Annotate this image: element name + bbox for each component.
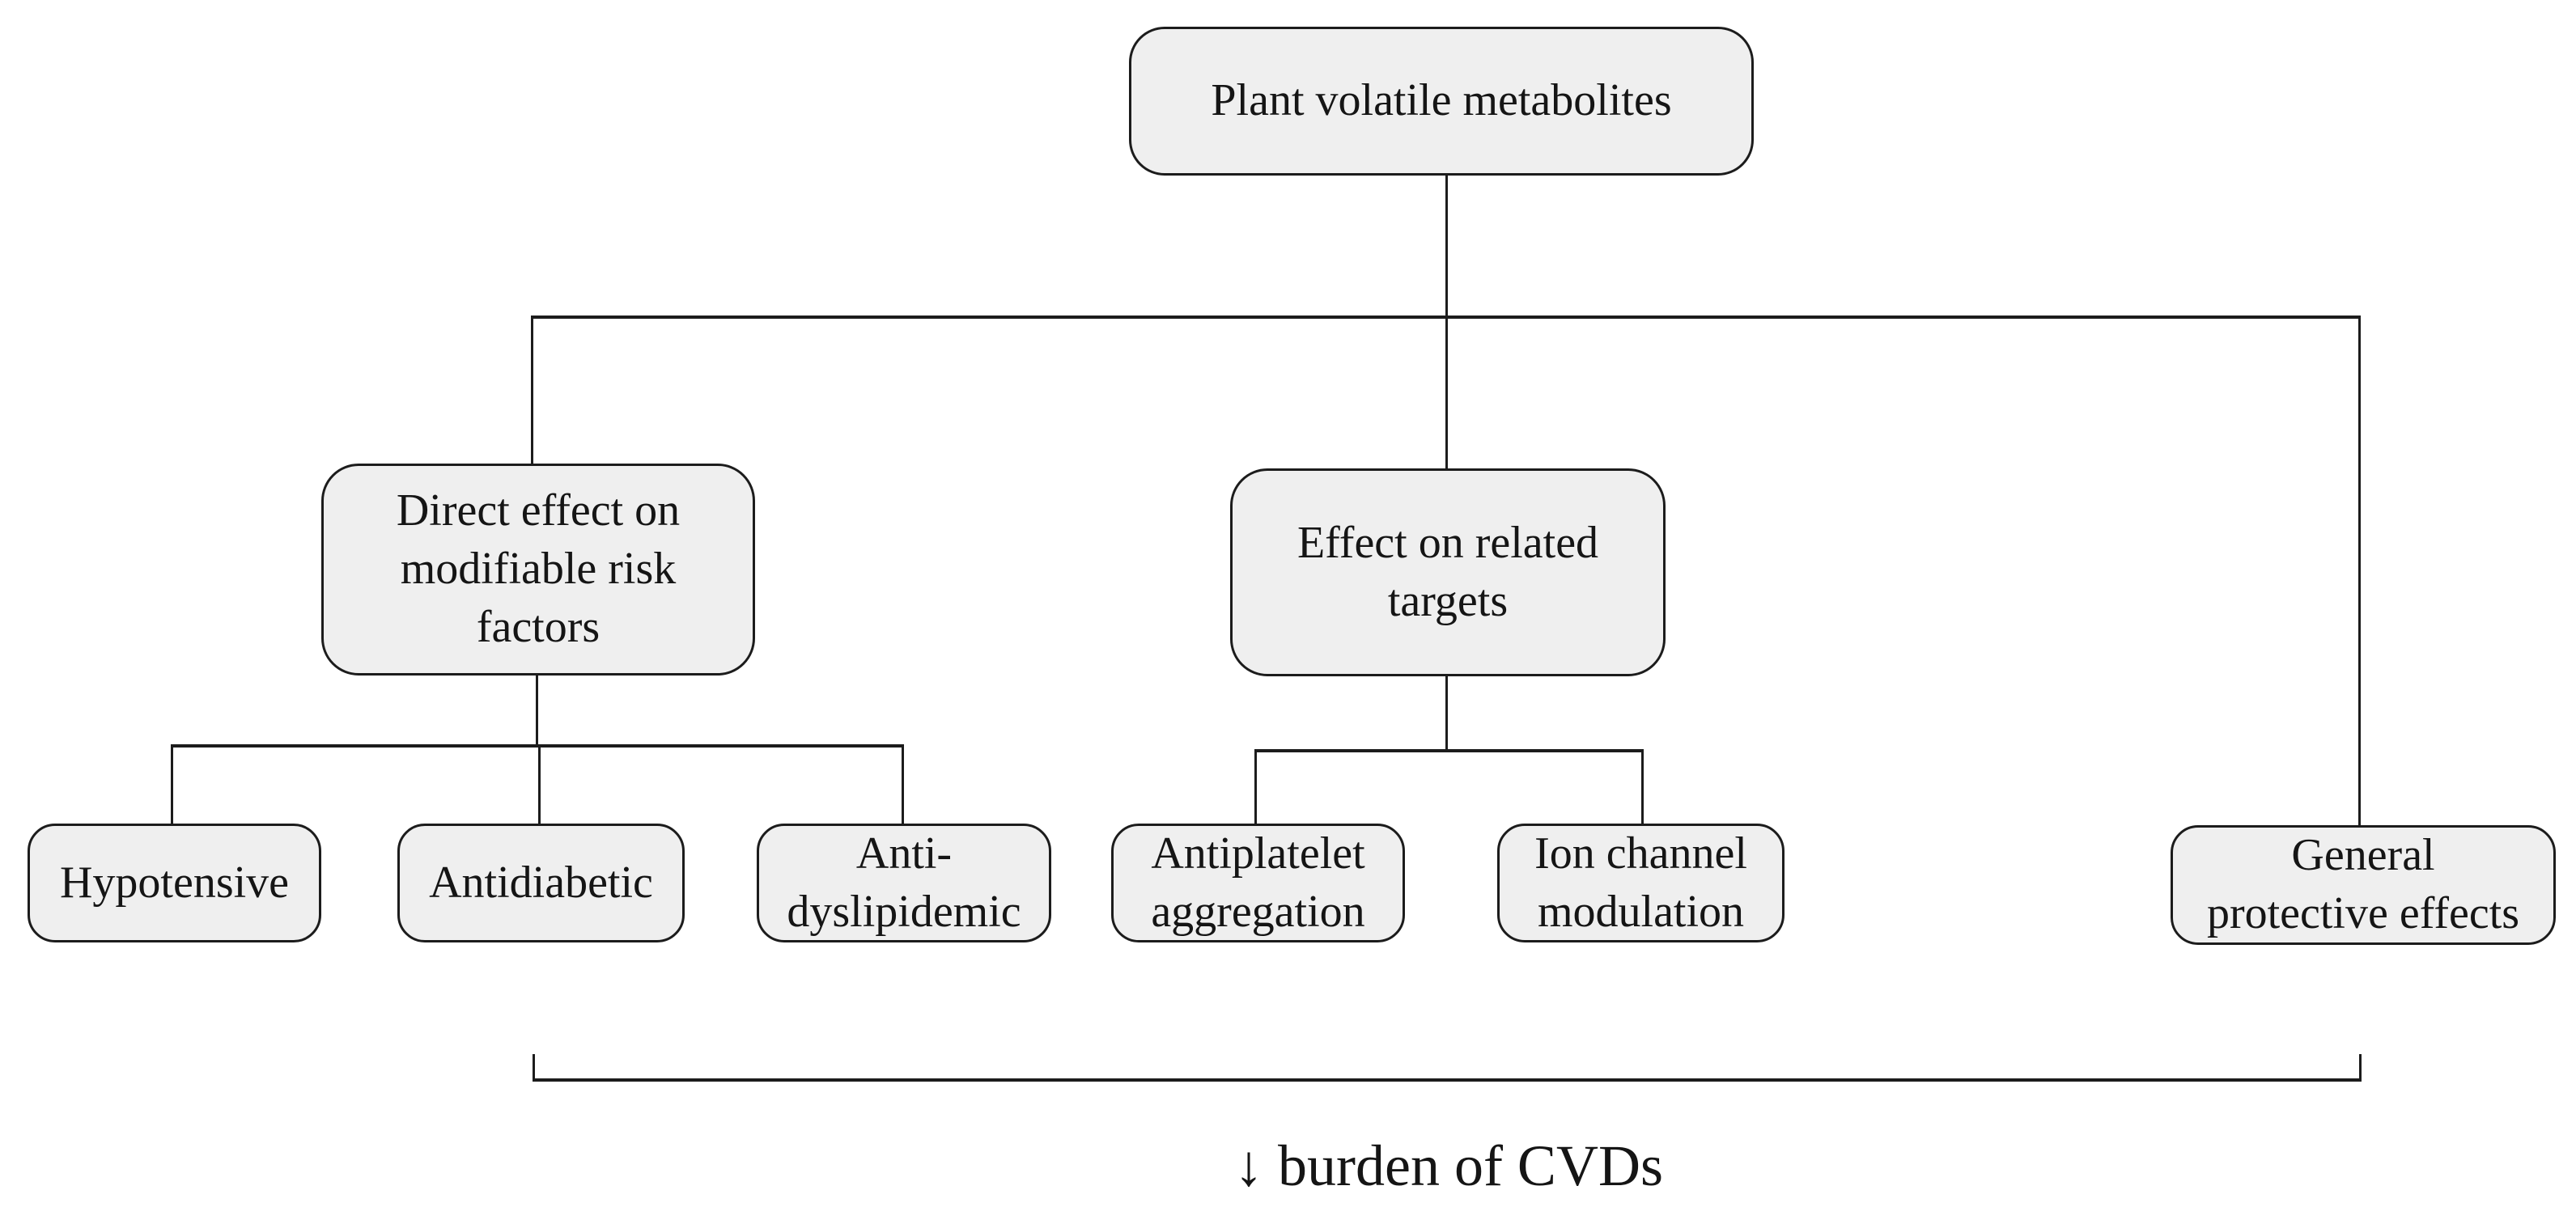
connector-drop-related-targets — [1445, 316, 1448, 470]
connector-drop-ion-channel — [1641, 749, 1644, 825]
connector-drop-general-protective — [2358, 316, 2361, 827]
connector-drop-anti-dyslipidemic — [902, 744, 904, 825]
node-general-protective-effects: General protective effects — [2171, 825, 2556, 945]
connector-direct-effect-stem — [536, 674, 538, 746]
node-effect-on-related-targets: Effect on related targets — [1230, 468, 1666, 676]
node-anti-dyslipidemic: Anti- dyslipidemic — [757, 824, 1051, 942]
node-hypotensive: Hypotensive — [28, 824, 321, 942]
connector-drop-direct-effect — [531, 316, 533, 465]
connector-root-stem — [1445, 174, 1448, 317]
node-antidiabetic: Antidiabetic — [397, 824, 685, 942]
node-plant-volatile-metabolites: Plant volatile metabolites — [1129, 27, 1754, 176]
connector-related-targets-branches-horizontal — [1254, 749, 1644, 752]
connector-drop-antiplatelet — [1254, 749, 1257, 825]
connector-related-targets-stem — [1445, 676, 1448, 751]
node-ion-channel-modulation: Ion channel modulation — [1497, 824, 1785, 942]
connector-drop-antidiabetic — [538, 744, 541, 825]
caption-burden-of-cvds: ↓ burden of CVDs — [1234, 1133, 1663, 1198]
node-direct-effect-modifiable-risk-factors: Direct effect on modifiable risk factors — [321, 464, 755, 676]
connector-drop-hypotensive — [171, 744, 173, 825]
summary-bracket — [533, 1054, 2362, 1082]
connector-direct-effect-branches-horizontal — [171, 744, 904, 748]
node-antiplatelet-aggregation: Antiplatelet aggregation — [1111, 824, 1405, 942]
